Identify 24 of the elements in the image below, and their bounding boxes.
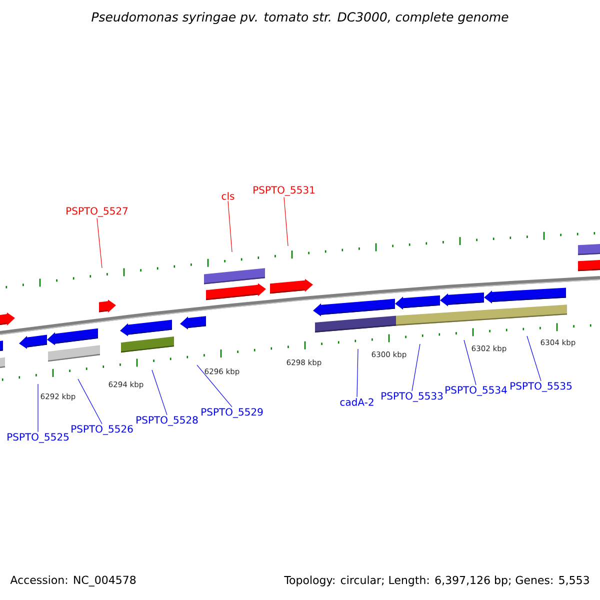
footer-text: Topology: circular; Length: 6,397,126 bp; Genes: 5,553 [284,576,589,586]
gene-label: PSPTO_5527 [66,207,128,217]
gene-label: PSPTO_5525 [8,433,69,443]
gene-label: PSPTO_5534 [446,386,507,396]
leader-line [526,336,542,382]
gene-label: PSPTO_5528 [136,416,198,426]
gene-label: PSPTO_5531 [254,186,314,196]
leader-line [356,348,358,398]
leader-line [196,364,232,408]
gene-label: PSPTO_5529 [202,408,263,418]
leader-line [284,196,288,246]
leader-line [412,344,420,392]
leader-line [228,200,232,252]
title: Pseudomonas syringae pv. tomato str. DC3000, complete genome [92,12,508,24]
leader-line [96,218,102,268]
gene-label: PSPTO_5526 [72,425,133,435]
leader-line [152,370,168,416]
leader-line [78,378,102,424]
gene-label: cls [222,192,234,200]
footer-text: Accession: NC_004578 [10,576,136,586]
leader-line [464,340,476,386]
gene-label: PSPTO_5533 [382,392,443,402]
gene-label: PSPTO_5535 [510,382,572,392]
gene-label: cadA-2 [340,398,374,406]
